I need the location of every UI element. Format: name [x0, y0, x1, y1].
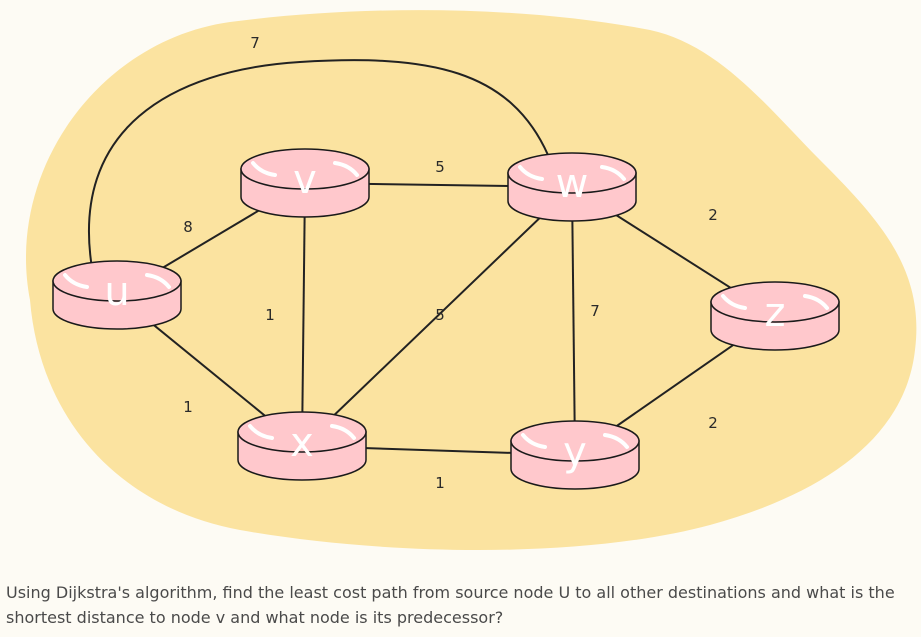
- router-label-w: w: [556, 161, 589, 207]
- router-label-v: v: [293, 157, 317, 203]
- router-label-z: z: [765, 290, 786, 336]
- router-top: [237, 411, 367, 453]
- router-arrows-icon: [518, 165, 626, 181]
- router-z: z: [710, 281, 840, 351]
- router-label-u: u: [104, 269, 129, 315]
- network-diagram: 7 8 1 5 1 5 7 2 1 2 u v w x y z: [25, 10, 917, 551]
- router-top: [52, 260, 182, 302]
- router-top: [710, 281, 840, 323]
- edge-cost-y-z: 2: [708, 414, 718, 432]
- router-x: x: [237, 411, 367, 481]
- edge-cost-v-x: 1: [265, 306, 275, 324]
- edge-cost-w-z: 2: [708, 206, 718, 224]
- router-label-x: x: [290, 420, 314, 466]
- routers: u v w x y z: [52, 148, 840, 490]
- router-arrows-icon: [251, 161, 359, 177]
- edge-cost-u-v: 8: [183, 218, 193, 236]
- edge-w-y: [571, 186, 576, 456]
- router-w: w: [507, 152, 637, 222]
- edge-cost-w-y: 7: [590, 302, 600, 320]
- edge-labels: 7 8 1 5 1 5 7 2 1 2: [183, 34, 718, 492]
- edge-cost-u-x: 1: [183, 398, 193, 416]
- router-top: [507, 152, 637, 194]
- router-arrows-icon: [63, 273, 171, 289]
- edge-cost-w-x: 5: [435, 306, 445, 324]
- router-top: [510, 420, 640, 462]
- edge-u-w: [87, 59, 549, 269]
- question-text: Using Dijkstra's algorithm, find the lea…: [6, 583, 895, 627]
- router-u: u: [52, 260, 182, 330]
- edge-v-x: [301, 182, 306, 447]
- router-top: [240, 148, 370, 190]
- router-arrows-icon: [521, 433, 629, 449]
- router-label-y: y: [563, 429, 587, 475]
- edge-cost-x-y: 1: [435, 474, 445, 492]
- router-arrows-icon: [721, 294, 829, 310]
- router-v: v: [240, 148, 370, 218]
- router-y: y: [510, 420, 640, 490]
- edge-cost-v-w: 5: [435, 158, 445, 176]
- edge-w-x: [301, 186, 573, 447]
- edge-cost-u-w: 7: [250, 34, 260, 52]
- network-cloud: [25, 10, 917, 551]
- router-arrows-icon: [248, 424, 356, 440]
